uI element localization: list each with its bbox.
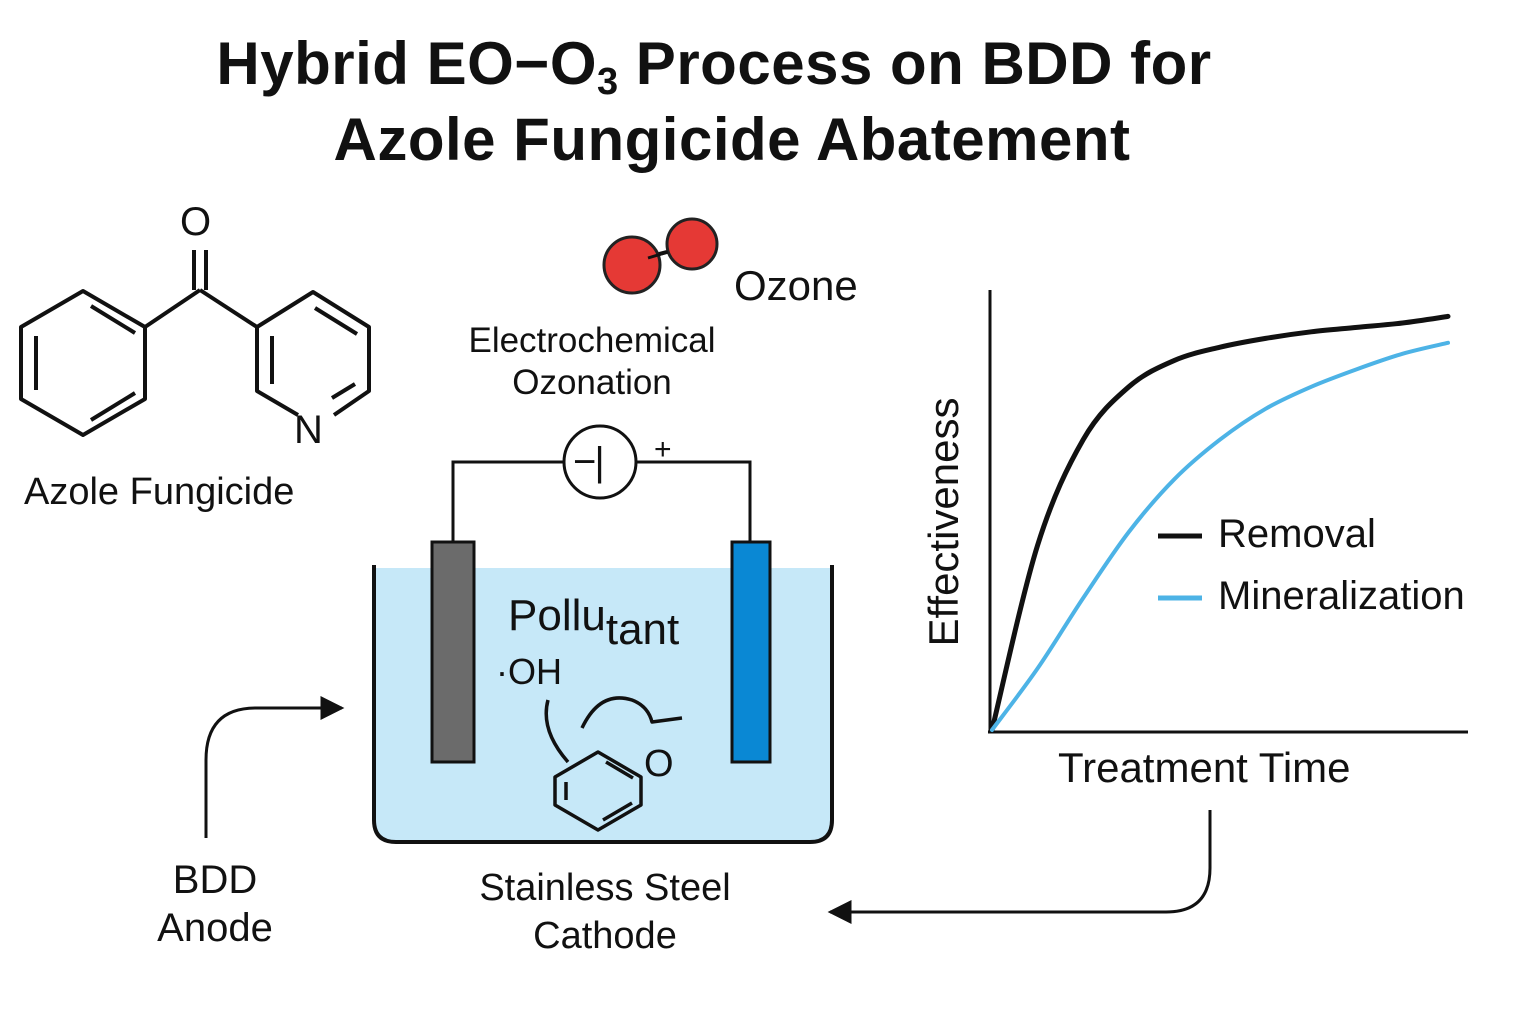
anode-pointer-arrow — [204, 696, 345, 838]
positive-terminal-sign: + — [654, 433, 672, 466]
oxygen-atom-1 — [665, 217, 719, 271]
azole-fungicide-molecule — [19, 250, 371, 437]
molecule-label: Azole Fungicide — [24, 471, 295, 513]
bdd-anode-electrode — [430, 540, 476, 764]
effectiveness-chart — [988, 290, 1468, 734]
title-subscript: 3 — [597, 61, 619, 103]
chart-to-cell-arrow — [827, 810, 1212, 924]
oxygen-atom-2 — [602, 235, 662, 295]
cathode-label: Stainless Steel Cathode — [430, 864, 780, 960]
ozone-label: Ozone — [734, 262, 858, 309]
hydroxyl-radical-label: ·OH — [496, 651, 562, 692]
cathode-electrode — [730, 540, 772, 764]
ozonation-line1: Electrochemical — [468, 321, 716, 360]
ring-oxygen-atom: O — [644, 743, 674, 785]
power-source-icon — [562, 424, 638, 500]
power-symbol: −| — [573, 440, 605, 484]
cathode-line1: Stainless Steel — [479, 867, 731, 909]
ozonation-process-label: Electrochemical Ozonation — [432, 320, 752, 404]
pollutant-label: Pollutant — [508, 591, 679, 652]
anode-line2: Anode — [157, 906, 273, 950]
pyridine-ring — [255, 290, 371, 417]
legend-label-mineralization: Mineralization — [1218, 574, 1465, 618]
legend-label-removal: Removal — [1218, 512, 1376, 556]
series-line-removal — [989, 313, 1451, 733]
bdd-anode-label: BDD Anode — [110, 856, 320, 952]
series-line-mineralization — [990, 340, 1450, 732]
pollutant-part2: tant — [605, 605, 680, 654]
chart-x-axis-label: Treatment Time — [1058, 744, 1351, 791]
pollutant-molecule — [544, 696, 683, 832]
diagram-title-line2: Azole Fungicide Abatement — [333, 106, 1131, 173]
diagram-title-line1: Hybrid EO−O3 Process on BDD for — [0, 28, 1482, 118]
circuit-wire — [451, 460, 752, 542]
title-prefix: Hybrid EO−O — [216, 30, 597, 97]
ozone-molecule-icon — [602, 217, 719, 295]
cathode-line2: Cathode — [533, 915, 677, 957]
anode-line1: BDD — [172, 858, 258, 902]
molecule-nitrogen-atom: N — [294, 408, 323, 452]
electrolyte-water — [374, 568, 832, 842]
benzene-ring — [19, 289, 147, 437]
title-suffix: Process on BDD for — [618, 30, 1212, 97]
ozonation-line2: Ozonation — [512, 363, 672, 402]
beaker — [372, 565, 834, 844]
chart-y-axis-label: Effectiveness — [920, 397, 967, 647]
pollutant-part1: Pollu — [508, 591, 606, 640]
molecule-oxygen-atom: O — [180, 200, 212, 244]
